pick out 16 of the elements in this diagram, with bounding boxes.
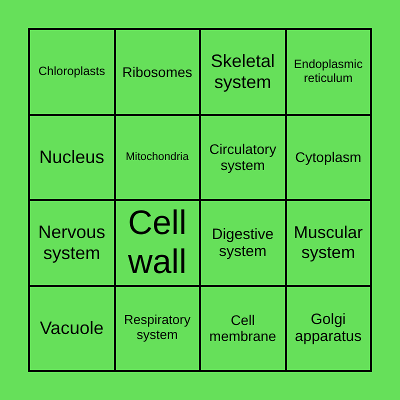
bingo-term: Vacuole <box>40 318 104 339</box>
bingo-term: Chloroplasts <box>38 64 106 79</box>
bingo-term: Cell wall <box>126 204 188 282</box>
bingo-term: Endoplasmic reticulum <box>292 58 364 86</box>
bingo-term: Cell membrane <box>208 312 278 344</box>
bingo-term: Golgi apparatus <box>294 311 363 346</box>
bingo-term: Ribosomes <box>122 64 192 80</box>
bingo-term: Nucleus <box>39 146 104 168</box>
bingo-term: Mitochondria <box>126 150 189 164</box>
bingo-term: Respiratory system <box>123 313 192 344</box>
bingo-term: Skeletal system <box>210 51 276 92</box>
bingo-term: Nervous system <box>37 222 106 264</box>
bingo-term: Muscular system <box>292 223 364 262</box>
bingo-term: Digestive system <box>210 226 275 260</box>
bingo-term: Circulatory system <box>208 141 278 174</box>
bingo-term: Cytoplasm <box>295 149 362 166</box>
